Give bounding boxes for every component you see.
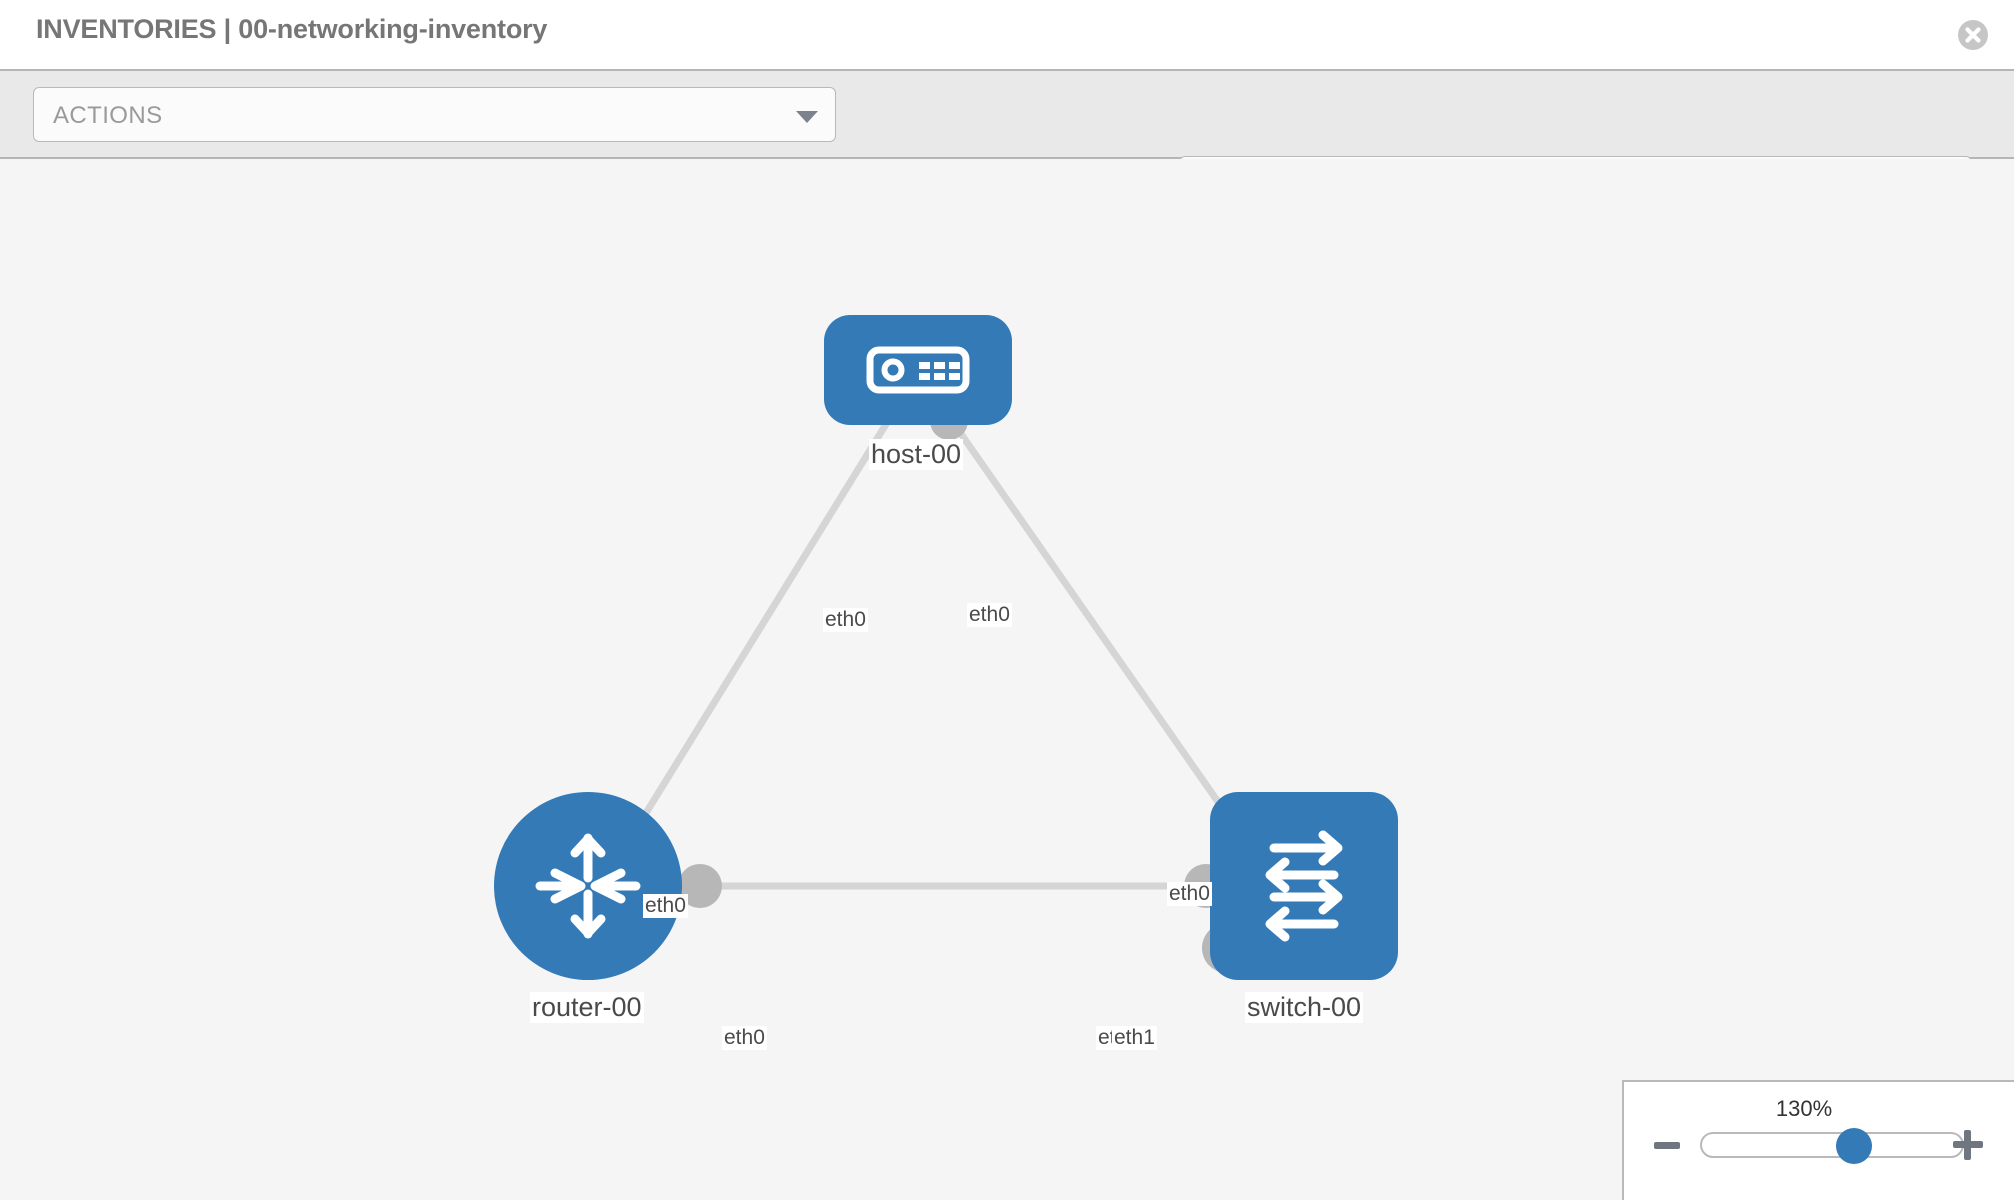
toolbar: ACTIONS bbox=[0, 69, 2014, 211]
node-label-switch-00: switch-00 bbox=[1245, 992, 1364, 1023]
topology-links bbox=[622, 418, 1233, 890]
zoom-slider-thumb[interactable] bbox=[1836, 1128, 1873, 1164]
node-label-host-00: host-00 bbox=[869, 439, 964, 470]
interface-label: eth0 bbox=[643, 894, 688, 918]
close-icon[interactable] bbox=[1958, 20, 1988, 50]
chevron-down-icon bbox=[796, 111, 818, 123]
switch-arrows-icon bbox=[1265, 830, 1343, 942]
actions-dropdown-label: ACTIONS bbox=[53, 102, 163, 129]
router-arrows-icon bbox=[535, 833, 641, 939]
link-host00-switch00 bbox=[949, 418, 1233, 822]
node-label-router-00: router-00 bbox=[530, 992, 644, 1023]
zoom-out-button[interactable] bbox=[1654, 1142, 1680, 1149]
topology-canvas[interactable]: host-00 router-00 bbox=[0, 159, 2014, 1200]
interface-label: eth0 bbox=[1167, 882, 1212, 906]
actions-dropdown[interactable]: ACTIONS bbox=[33, 87, 836, 142]
switch-node-shape[interactable] bbox=[1210, 792, 1398, 980]
zoom-level-value: 130% bbox=[1775, 1096, 1833, 1121]
interface-label: eth0 bbox=[823, 608, 868, 632]
host-node-shape[interactable] bbox=[824, 315, 1012, 425]
router-node-shape[interactable] bbox=[494, 792, 682, 980]
page-title: INVENTORIES | 00-networking-inventory bbox=[36, 14, 548, 44]
zoom-slider[interactable] bbox=[1700, 1128, 1964, 1164]
link-host00-router00 bbox=[622, 419, 891, 849]
zoom-in-button[interactable] bbox=[1953, 1130, 1983, 1160]
interface-label: eth1 bbox=[1112, 1026, 1157, 1050]
zoom-control-panel: 130% bbox=[1622, 1080, 2014, 1200]
interface-label: eth0 bbox=[722, 1026, 767, 1050]
interface-label: eth0 bbox=[967, 603, 1012, 627]
server-icon bbox=[866, 346, 970, 394]
page-header: INVENTORIES | 00-networking-inventory bbox=[0, 0, 2014, 69]
